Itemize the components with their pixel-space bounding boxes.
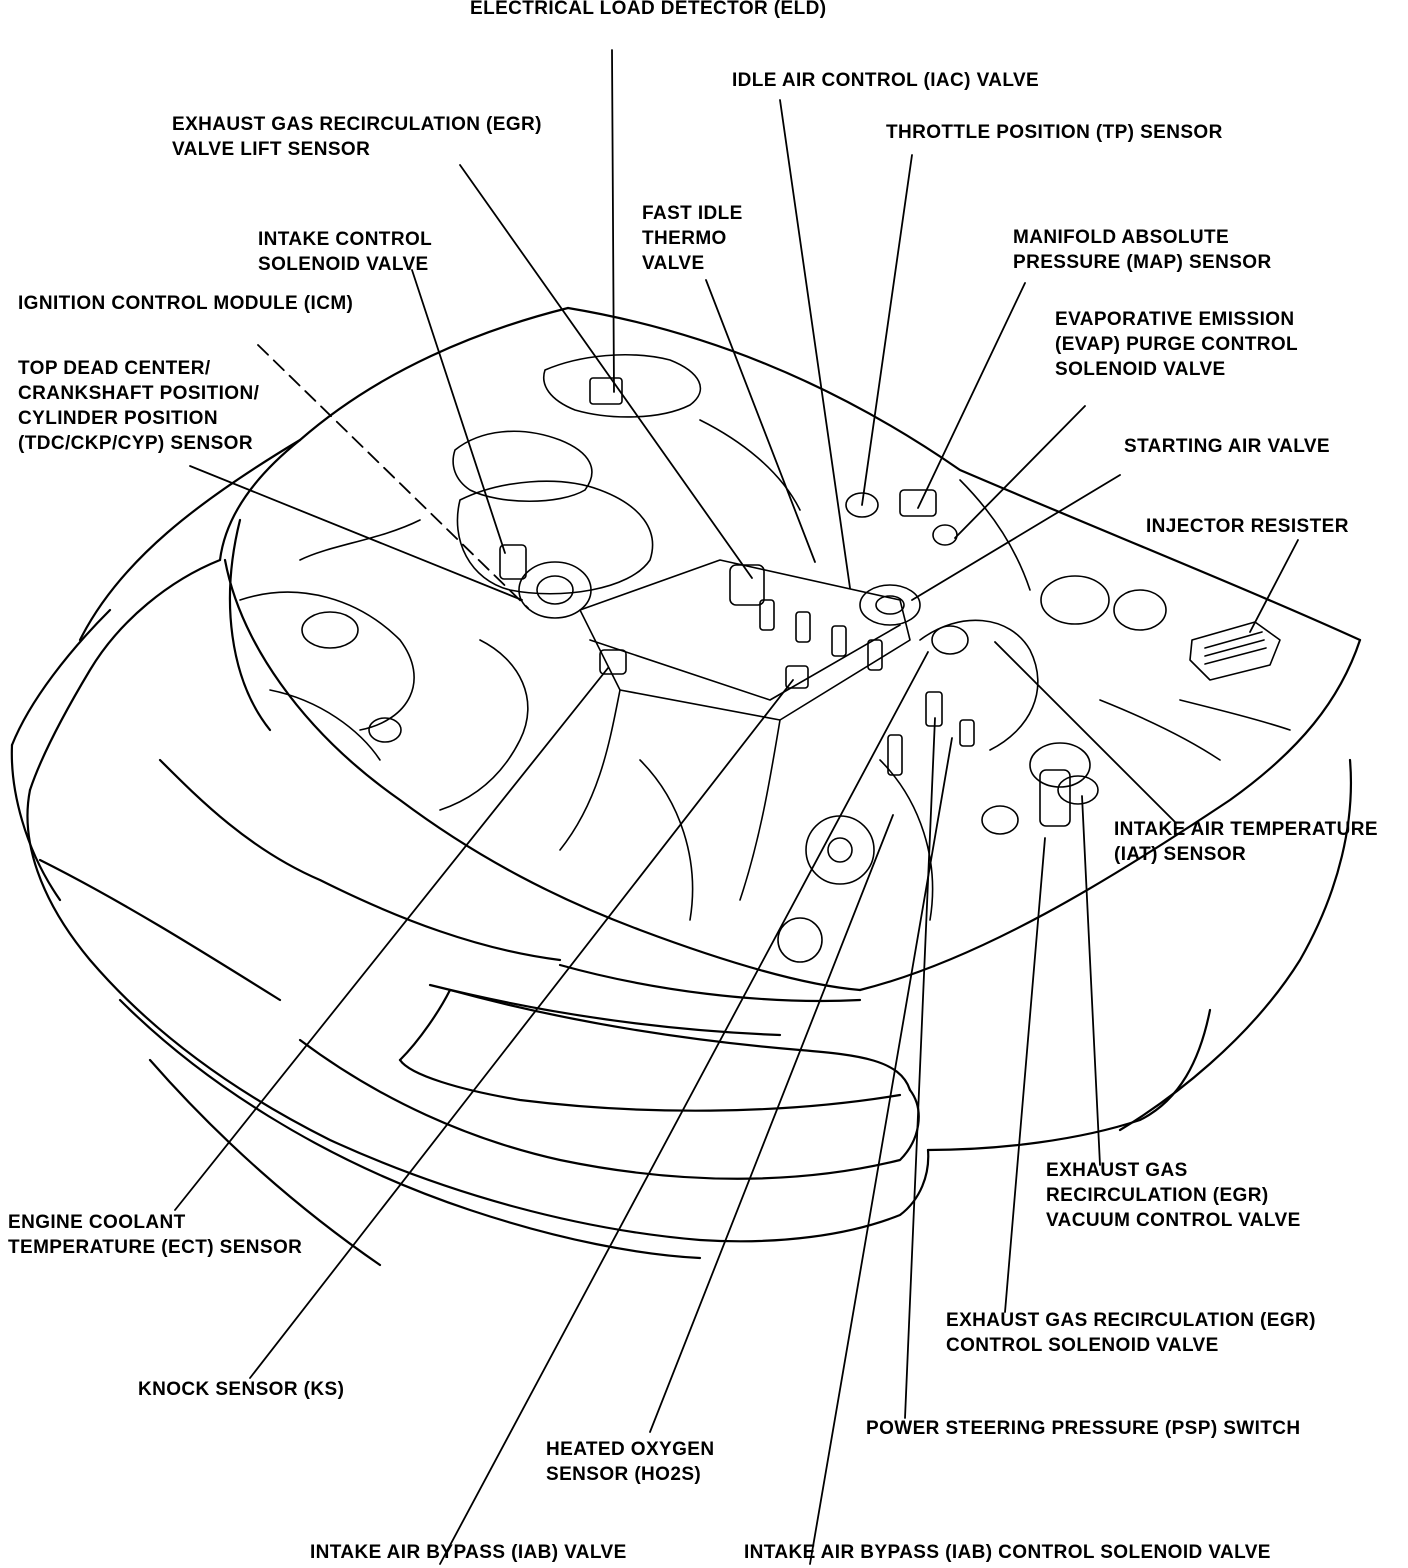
- label-egr-control-solenoid: EXHAUST GAS RECIRCULATION (EGR) CONTROL …: [946, 1310, 1316, 1356]
- engine-bay-detail: [239, 354, 1291, 963]
- label-map-sensor: MANIFOLD ABSOLUTE PRESSURE (MAP) SENSOR: [1013, 227, 1272, 273]
- leader-tp: [861, 154, 913, 506]
- leader-ks: [249, 679, 794, 1379]
- label-starting-air-valve: STARTING AIR VALVE: [1124, 436, 1330, 457]
- label-knock-sensor: KNOCK SENSOR (KS): [138, 1379, 345, 1400]
- label-tdc-ckp-cyp-sensor: TOP DEAD CENTER/ CRANKSHAFT POSITION/ CY…: [18, 358, 260, 454]
- leader-evap: [954, 405, 1086, 539]
- leader-fast-idle: [705, 279, 816, 563]
- label-egr-lift-sensor: EXHAUST GAS RECIRCULATION (EGR) VALVE LI…: [172, 114, 542, 160]
- leader-intake-control: [411, 269, 506, 554]
- leader-psp: [904, 717, 936, 1419]
- label-injector-resister: INJECTOR RESISTER: [1146, 516, 1349, 537]
- leader-egr-solenoid: [1004, 837, 1046, 1313]
- label-icm: IGNITION CONTROL MODULE (ICM): [18, 293, 354, 314]
- label-iab-valve: INTAKE AIR BYPASS (IAB) VALVE: [310, 1542, 627, 1563]
- label-iab-control-solenoid: INTAKE AIR BYPASS (IAB) CONTROL SOLENOID…: [744, 1542, 1271, 1563]
- leader-map: [917, 282, 1026, 509]
- leader-iac: [779, 99, 851, 589]
- label-evap-purge: EVAPORATIVE EMISSION (EVAP) PURGE CONTRO…: [1055, 309, 1299, 380]
- label-eld: ELECTRICAL LOAD DETECTOR (ELD): [470, 0, 827, 19]
- label-iat-sensor: INTAKE AIR TEMPERATURE (IAT) SENSOR: [1114, 819, 1378, 865]
- leader-icm: [257, 344, 529, 609]
- leader-injector-resister: [1249, 539, 1299, 633]
- label-psp-switch: POWER STEERING PRESSURE (PSP) SWITCH: [866, 1418, 1301, 1439]
- label-egr-vacuum-control: EXHAUST GAS RECIRCULATION (EGR) VACUUM C…: [1046, 1160, 1301, 1231]
- leader-iab-solenoid: [809, 737, 953, 1565]
- label-ect-sensor: ENGINE COOLANT TEMPERATURE (ECT) SENSOR: [8, 1212, 303, 1258]
- leader-egr-lift: [459, 164, 753, 579]
- label-iac: IDLE AIR CONTROL (IAC) VALVE: [732, 70, 1040, 91]
- leader-lines: [174, 49, 1299, 1565]
- label-intake-control-solenoid: INTAKE CONTROL SOLENOID VALVE: [258, 229, 433, 275]
- leader-ect: [174, 667, 609, 1211]
- leader-tdc: [189, 465, 523, 601]
- leader-ho2s: [649, 814, 894, 1433]
- leader-eld: [611, 49, 615, 393]
- leader-starting-air: [911, 474, 1121, 601]
- label-ho2s: HEATED OXYGEN SENSOR (HO2S): [546, 1439, 715, 1485]
- label-fast-idle-thermo-valve: FAST IDLE THERMO VALVE: [642, 203, 743, 274]
- label-tp-sensor: THROTTLE POSITION (TP) SENSOR: [886, 122, 1223, 143]
- leader-iat: [994, 641, 1176, 823]
- leader-iab: [439, 651, 929, 1565]
- leader-egr-vacuum: [1081, 795, 1101, 1166]
